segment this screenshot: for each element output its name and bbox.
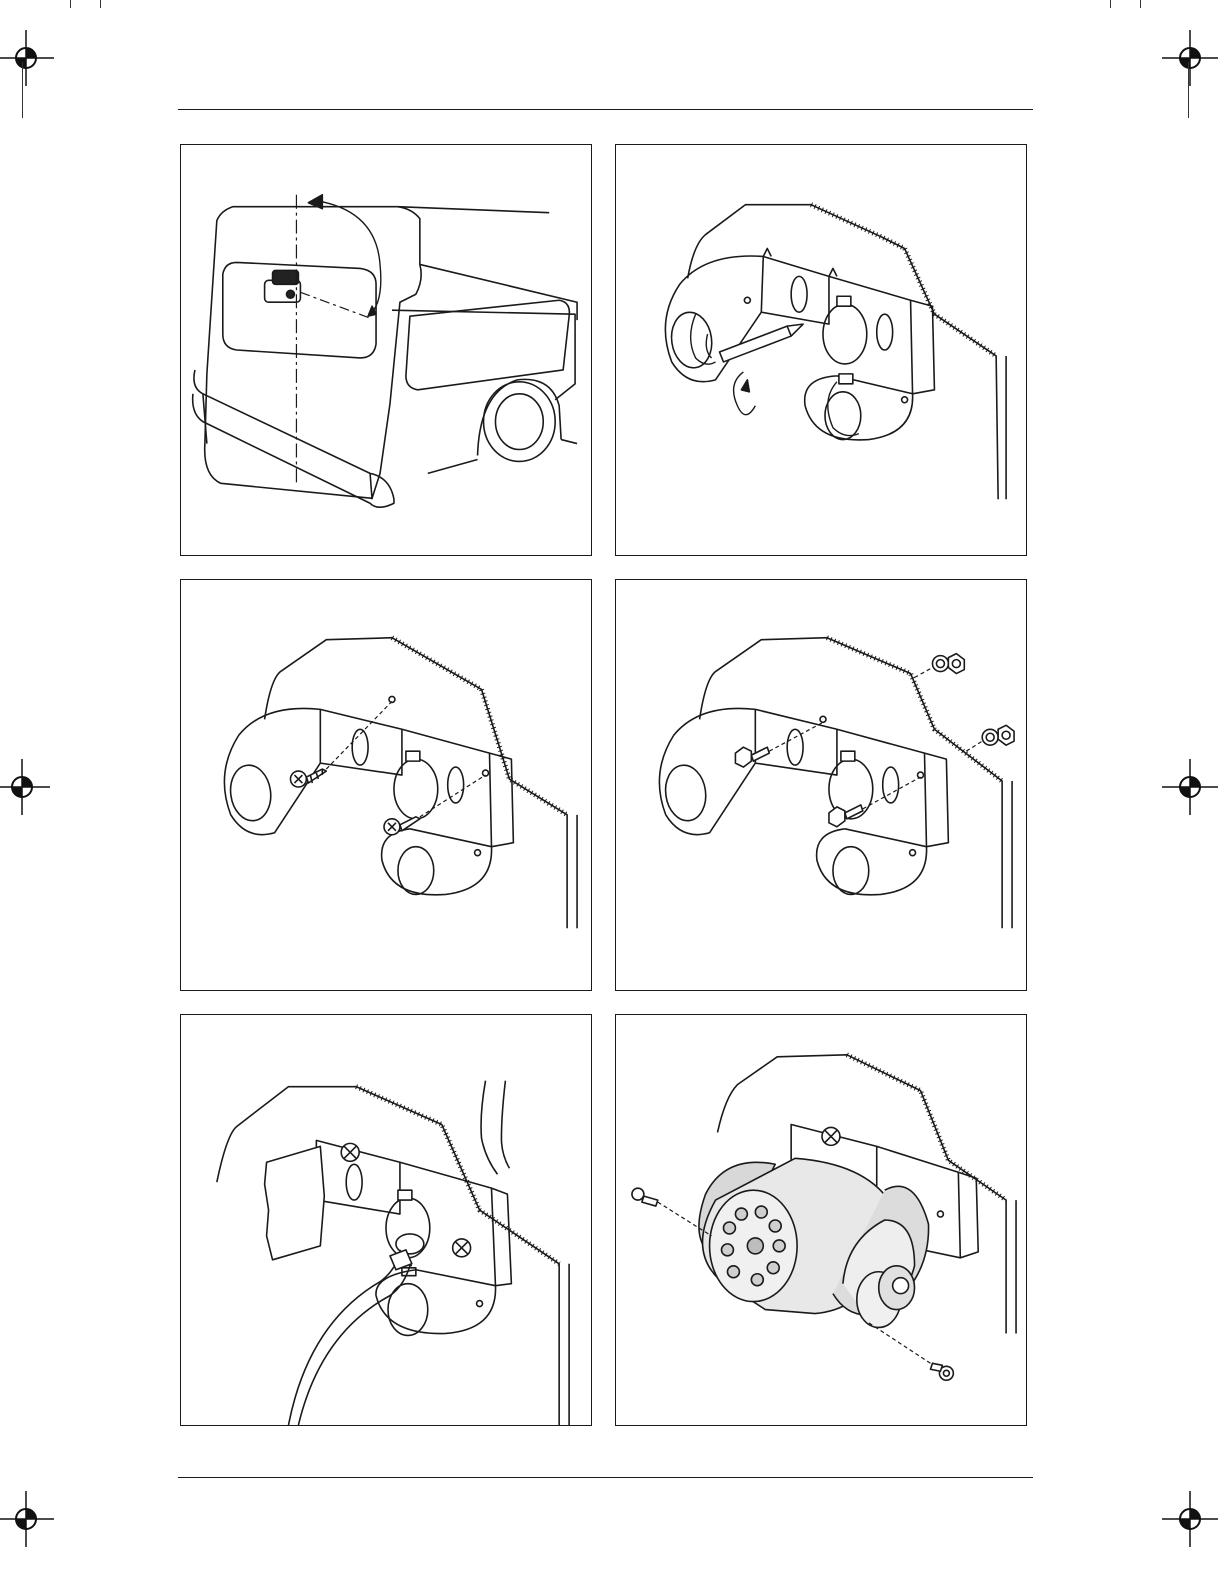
crop-mark <box>1110 0 1111 8</box>
panel-camera-attachment <box>615 1014 1027 1426</box>
registration-mark-top-left <box>0 28 56 88</box>
panel-bracket-bolt-mount <box>615 579 1027 991</box>
footer-rule <box>178 1477 1033 1478</box>
panel-bracket-screw-mount <box>180 579 592 991</box>
registration-mark-bottom-right <box>1160 1489 1220 1549</box>
header-rule <box>178 109 1033 110</box>
crop-mark <box>1140 0 1141 8</box>
crop-mark <box>100 0 101 8</box>
bracket-drill-illustration <box>616 145 1026 555</box>
bracket-bolt-illustration <box>616 580 1026 990</box>
crop-mark <box>70 0 71 8</box>
registration-mark-bottom-left <box>0 1489 56 1549</box>
panel-bracket-drilling <box>615 144 1027 556</box>
registration-mark-mid-right <box>1160 757 1220 817</box>
crop-mark <box>22 62 23 118</box>
crop-mark <box>1188 62 1189 118</box>
cable-routing-illustration <box>181 1015 591 1425</box>
panel-cable-routing <box>180 1014 592 1426</box>
panel-van-mounting-position <box>180 144 592 556</box>
bracket-screw-illustration <box>181 580 591 990</box>
van-illustration <box>181 145 591 555</box>
registration-mark-top-right <box>1160 28 1220 88</box>
camera-attach-illustration <box>616 1015 1026 1425</box>
registration-mark-mid-left <box>0 757 52 817</box>
